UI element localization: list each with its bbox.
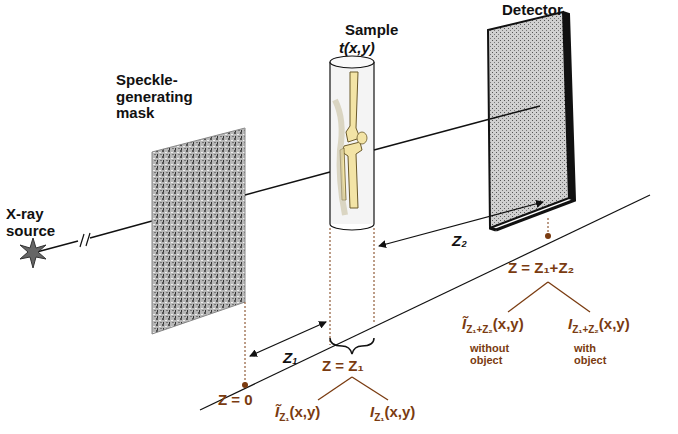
condition-note: without object (470, 342, 518, 366)
intensity-symbol: Ĩ (462, 315, 466, 332)
intensity-symbol: Ĩ (275, 403, 279, 420)
mask-label: Speckle-generating mask (116, 72, 206, 122)
detector-label: Detector (502, 2, 563, 19)
distance-label: Z₁ (283, 350, 297, 367)
plane-label: Z = Z₁ (322, 358, 364, 375)
plane-label: Z = 0 (218, 392, 253, 409)
intensity-label: ĨZ₁+Z₂(x,y) (462, 316, 524, 335)
intensity-subscript: Z₁ (374, 412, 384, 423)
intensity-symbol: I (568, 315, 572, 332)
coordinates: (x,y) (289, 403, 320, 420)
plane-label: Z = Z₁+Z₂ (508, 260, 574, 277)
intensity-label: ĨZ₁(x,y) (275, 404, 320, 423)
source-label: X-ray source (6, 206, 66, 239)
intensity-subscript: Z₁+Z₂ (466, 324, 493, 335)
coordinates: (x,y) (384, 403, 415, 420)
intensity-symbol: I (370, 403, 374, 420)
distance-label: Z₂ (452, 233, 467, 250)
intensity-subscript: Z₁ (279, 412, 289, 423)
condition-note: with object (574, 342, 622, 366)
intensity-label: IZ₁(x,y) (370, 404, 415, 423)
coordinates: (x,y) (599, 315, 630, 332)
intensity-subscript: Z₁+Z₂ (572, 324, 599, 335)
coordinates: (x,y) (493, 315, 524, 332)
intensity-label: IZ₁+Z₂(x,y) (568, 316, 630, 335)
sample-function: t(x,y) (339, 40, 375, 57)
sample-label: Sample (345, 22, 398, 39)
